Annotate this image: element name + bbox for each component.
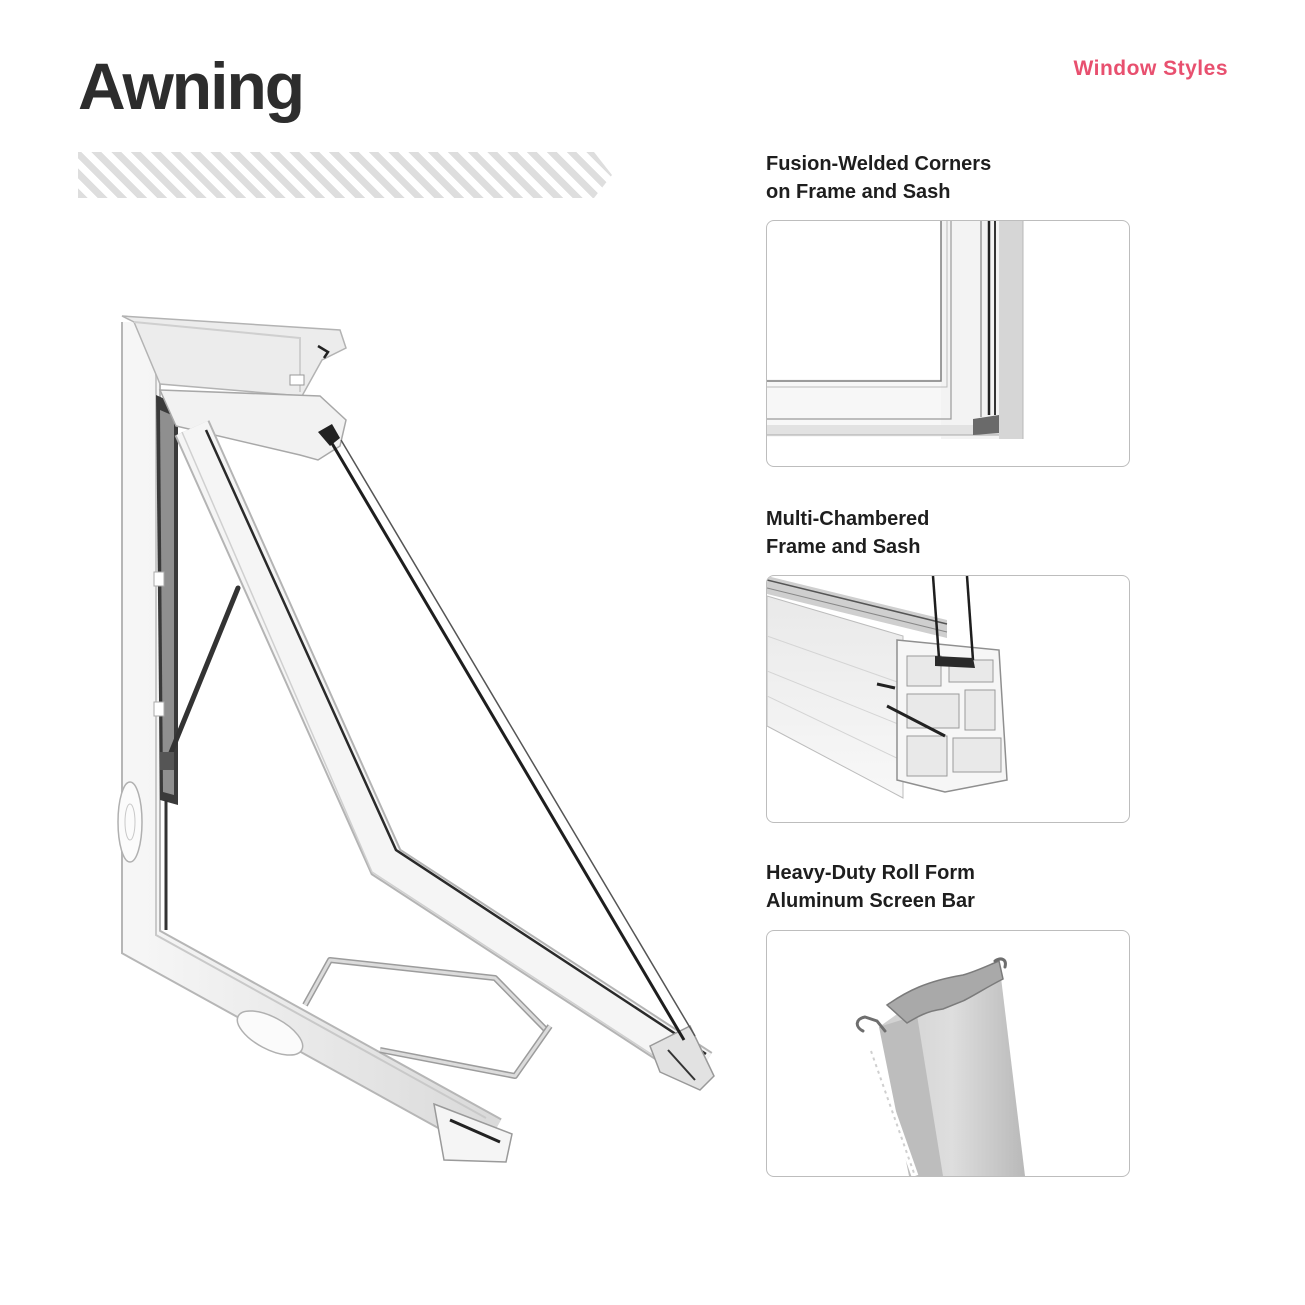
- screen-bar-image: [766, 930, 1130, 1177]
- awning-window-illustration: [117, 315, 715, 1163]
- feature-heading-fusion-welded: Fusion-Welded Corners on Frame and Sash: [766, 150, 1130, 206]
- feature-heading-line: Multi-Chambered: [766, 508, 930, 530]
- window-head: [121, 315, 347, 397]
- operator-arm: [160, 585, 241, 770]
- feature-heading-line: Fusion-Welded Corners: [766, 153, 992, 175]
- glass-pane: [328, 439, 696, 1041]
- lock-handle: [236, 1010, 304, 1056]
- feature-heading-line: Aluminum Screen Bar: [766, 890, 975, 912]
- corner-detail-image: [766, 220, 1130, 467]
- decorative-stripe-band: [78, 152, 612, 198]
- hinge-arms: [302, 957, 553, 1079]
- feature-heading-screen-bar: Heavy-Duty Roll Form Aluminum Screen Bar: [766, 859, 1130, 915]
- chamber-cross-section-image: [766, 575, 1130, 823]
- feature-heading-line: on Frame and Sash: [766, 181, 951, 203]
- crank-handle: [117, 781, 143, 863]
- section-label: Window Styles: [1073, 57, 1228, 80]
- window-sash: [158, 389, 715, 1091]
- feature-heading-line: Heavy-Duty Roll Form: [766, 862, 975, 884]
- feature-heading-multi-chambered: Multi-Chambered Frame and Sash: [766, 505, 1130, 561]
- feature-heading-line: Frame and Sash: [766, 536, 921, 558]
- page-title: Awning: [78, 49, 305, 123]
- window-frame: [121, 322, 513, 1163]
